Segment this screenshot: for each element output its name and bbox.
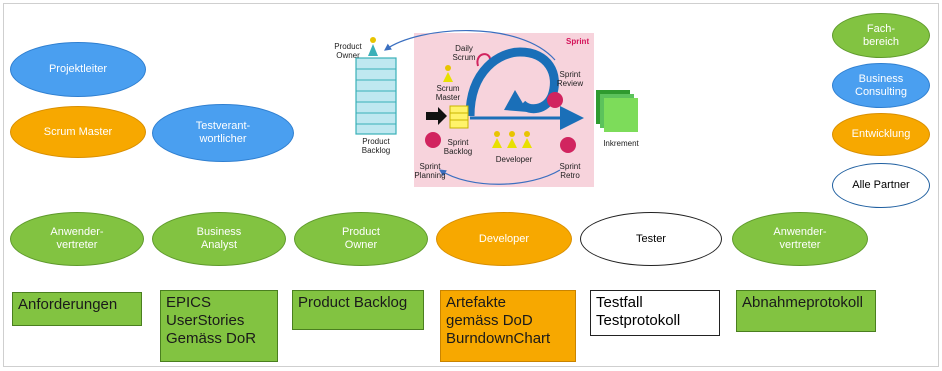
artifact-artefakte-dod: Artefakte gemäss DoD BurndownChart [440, 290, 576, 362]
label-product-owner: Product Owner [334, 42, 362, 60]
role-anwendervertreter-1: Anwender- vertreter [10, 212, 144, 266]
role-tester: Tester [580, 212, 722, 266]
product-backlog-icon [355, 57, 397, 135]
label-sprint-planning: Sprint Planning [414, 162, 446, 180]
artifact-anforderungen: Anforderungen [12, 292, 142, 326]
role-anwendervertreter-2: Anwender- vertreter [732, 212, 868, 266]
role-scrum-master: Scrum Master [10, 106, 146, 158]
sprint-planning-dot [425, 132, 441, 148]
artifact-testfall: Testfall Testprotokoll [590, 290, 720, 336]
label-daily-scrum: Daily Scrum [452, 44, 476, 62]
label-product-backlog: Product Backlog [361, 137, 391, 155]
role-entwicklung: Entwicklung [832, 113, 930, 156]
artifact-product-backlog: Product Backlog [292, 290, 424, 330]
feedback-arrow-top [384, 30, 556, 61]
role-fachbereich: Fach- bereich [832, 13, 930, 58]
role-product-owner: Product Owner [294, 212, 428, 266]
inkrement-icon [596, 90, 638, 132]
developer-icon [492, 131, 532, 148]
label-developer: Developer [495, 155, 533, 164]
role-projektleiter: Projektleiter [10, 42, 146, 97]
role-developer: Developer [436, 212, 572, 266]
role-alle-partner: Alle Partner [832, 163, 930, 208]
input-arrow-icon [426, 107, 447, 125]
label-scrum-master: Scrum Master [435, 84, 461, 102]
product-owner-icon [368, 37, 378, 56]
sprint-cycle-arrow-head [504, 90, 528, 112]
label-inkrement: Inkrement [603, 139, 639, 148]
feedback-arrow-bottom [439, 169, 561, 185]
sprint-review-dot [547, 92, 563, 108]
role-business-consulting: Business Consulting [832, 63, 930, 108]
artifact-epics-userstories: EPICS UserStories Gemäss DoR [160, 290, 278, 362]
label-sprint-retro: Sprint Retro [559, 162, 581, 180]
sprint-title: Sprint [566, 37, 590, 46]
sprint-cycle-arrow [465, 47, 559, 117]
role-testverantwortlicher: Testverant- wortlicher [152, 104, 294, 162]
artifact-abnahmeprotokoll: Abnahmeprotokoll [736, 290, 876, 332]
scrum-master-icon [443, 65, 453, 82]
label-sprint-review: Sprint Review [556, 70, 584, 88]
slide-frame [3, 3, 939, 367]
sprint-backlog-icon [449, 105, 469, 129]
sprint-retro-dot [560, 137, 576, 153]
role-business-analyst: Business Analyst [152, 212, 286, 266]
label-sprint-backlog: Sprint Backlog [443, 138, 473, 156]
